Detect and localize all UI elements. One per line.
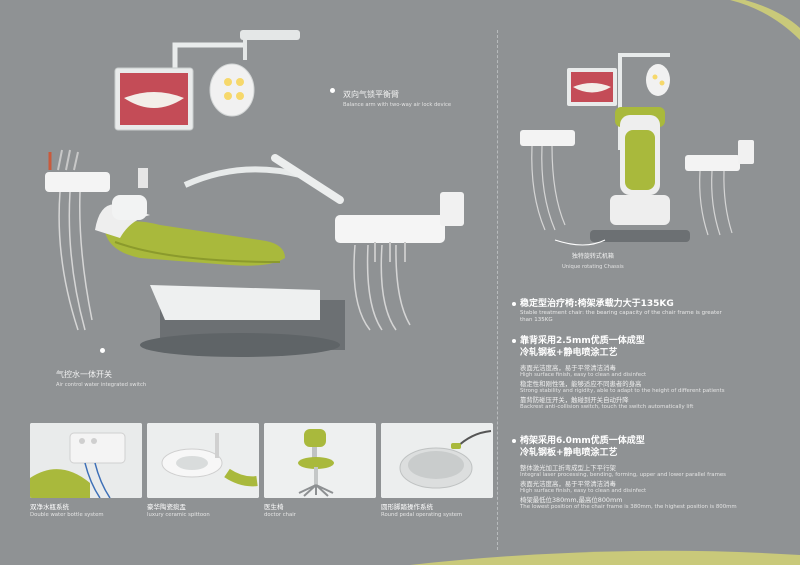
thumbnail-spittoon-en: luxury ceramic spittoon [147,512,210,518]
thumbnail-doctor-chair-en: doctor chair [264,512,296,518]
feature-2-line-3-en: Backrest anti-collision switch, touch th… [520,404,694,411]
callout-air-control-en: Air control water integrated switch [56,382,147,388]
callout-rotating-chassis-cn: 独特旋转式机箱 [571,253,614,260]
bullet-icon [512,301,516,306]
water-bottle-image [30,423,142,498]
feature-chair-frame: 椅架采用6.0mm优质一体成型 冷轧钢板+静电喷涂工艺 整体激光加工折弯成型上下… [512,435,787,511]
page-fold-line [497,30,498,550]
spittoon-image [147,423,259,498]
dental-chair-front-image [520,53,754,246]
thumbnail-foot-pedal [381,423,493,498]
callout-air-control: 气控水一体开关 Air control water integrated swi… [56,370,146,390]
thumbnail-doctor-chair [264,423,376,498]
callout-balance-arm-cn: 双向气锁平衡臂 [343,90,399,99]
feature-2-line-3-cn: 靠背防碰压开关，触碰到开关自动升降 [520,395,629,404]
dental-chair-main-image [45,30,464,357]
feature-3-line-2-en: High surface finish, easy to clean and d… [520,488,647,495]
feature-1-title: 稳定型治疗椅:椅架承载力大于135KG [512,298,787,310]
feature-3-line-1-en: Integral laser processing, bending, form… [520,472,726,479]
thumbnail-spittoon-cn: 豪华陶瓷痰盂 [147,503,186,511]
feature-2-line-1-cn: 表面光洁度高，易于平常清洁消毒 [520,364,616,372]
feature-2-title2: 冷轧钢板+静电喷涂工艺 [520,348,618,358]
feature-2-line-2-cn: 稳定性和刚性强，能够适应不同患者的身高 [520,379,642,388]
thumbnail-water-bottle-cn: 双净水瓶系统 [30,503,69,511]
bullet-icon [512,338,516,343]
callout-balance-arm-en: Balance arm with two-way air lock device [343,102,452,108]
feature-2-line-2-en: Strong stability and rigidity, able to a… [520,388,725,395]
thumbnail-foot-pedal-label: 圆形脚踏操作系统 Round pedal operating system [381,503,462,519]
doctor-chair-image [264,423,376,498]
feature-2-title-text: 靠背采用2.5mm优质一体成型 [520,336,645,346]
callout-balance-arm: 双向气锁平衡臂 Balance arm with two-way air loc… [343,90,451,110]
feature-3-title-text: 椅架采用6.0mm优质一体成型 [520,436,645,446]
callout-air-control-cn: 气控水一体开关 [56,370,112,379]
feature-3-line-3-cn: 椅架最低位380mm,最高位800mm [520,495,623,504]
corner-accent-bottom [410,550,800,565]
foot-pedal-image [381,423,493,498]
thumbnail-spittoon [147,423,259,498]
feature-3-line-2-cn: 表面光洁度高，易于平常清洁消毒 [520,479,616,488]
thumbnail-water-bottle-en: Double water bottle system [30,512,104,518]
thumbnail-foot-pedal-cn: 圆形脚踏操作系统 [381,503,433,511]
thumbnail-doctor-chair-cn: 医生椅 [264,503,284,511]
callout-rotating-chassis: 独特旋转式机箱 Unique rotating Chassis [562,252,624,272]
callout-marker-air-control [100,348,105,353]
feature-2-title: 靠背采用2.5mm优质一体成型 [512,335,787,347]
thumbnail-spittoon-label: 豪华陶瓷痰盂 luxury ceramic spittoon [147,503,210,519]
feature-1-title-en: Stable treatment chair: the bearing capa… [520,310,722,323]
feature-3-line-1-cn: 整体激光加工折弯成型上下平行架 [520,464,616,472]
thumbnail-foot-pedal-en: Round pedal operating system [381,512,463,518]
corner-accent-top [730,0,800,40]
feature-3-lines: 整体激光加工折弯成型上下平行架 Integral laser processin… [512,464,787,511]
feature-2-lines: 表面光洁度高，易于平常清洁消毒 High surface finish, eas… [512,364,787,411]
feature-3-title2: 冷轧钢板+静电喷涂工艺 [520,448,618,458]
callout-rotating-chassis-en: Unique rotating Chassis [562,264,624,270]
thumbnail-water-bottle [30,423,142,498]
feature-3-line-3-en: The lowest position of the chair frame i… [520,504,737,511]
feature-3-title: 椅架采用6.0mm优质一体成型 [512,435,787,447]
thumbnail-doctor-chair-label: 医生椅 doctor chair [264,503,296,519]
thumbnail-water-bottle-label: 双净水瓶系统 Double water bottle system [30,503,104,519]
feature-2-line-1-en: High surface finish, easy to clean and d… [520,372,647,379]
feature-1-title-text: 稳定型治疗椅:椅架承载力大于135KG [520,299,674,309]
feature-backrest: 靠背采用2.5mm优质一体成型 冷轧钢板+静电喷涂工艺 表面光洁度高，易于平常清… [512,335,787,411]
callout-marker-balance-arm [330,88,335,93]
bullet-icon [512,438,516,443]
feature-stable-chair: 稳定型治疗椅:椅架承载力大于135KG Stable treatment cha… [512,298,787,324]
